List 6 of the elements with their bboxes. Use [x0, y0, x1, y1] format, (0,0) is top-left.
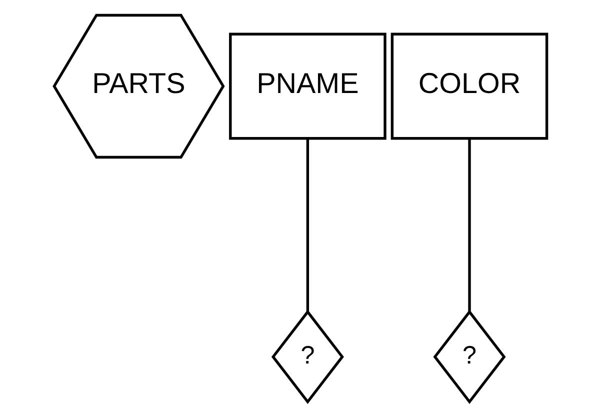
- connector: [306, 138, 310, 312]
- connector: [468, 138, 471, 312]
- node-box: COLOR: [390, 32, 548, 140]
- node-diamond: ?: [271, 310, 344, 404]
- node-diamond: ?: [433, 310, 506, 404]
- node-box: PNAME: [229, 32, 386, 140]
